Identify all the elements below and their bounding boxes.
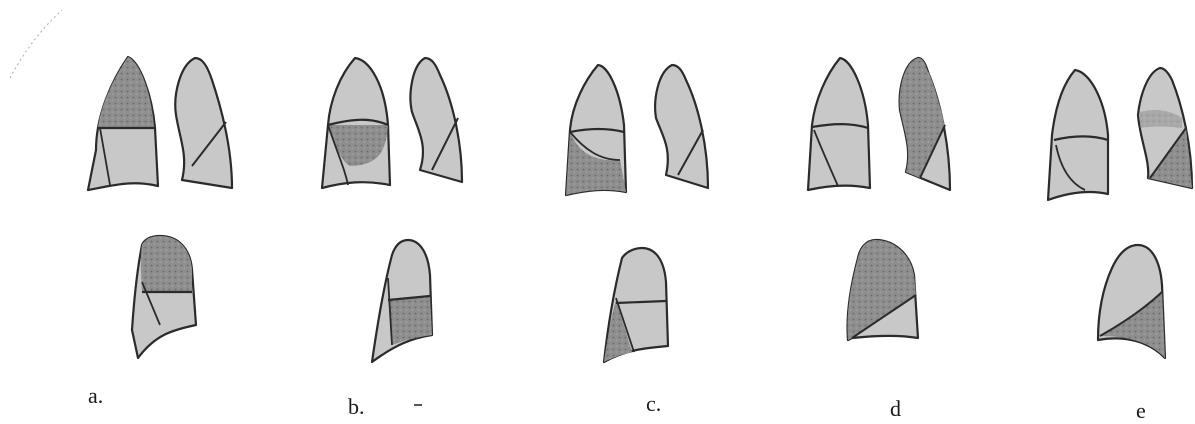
panel-b-lateral-lung [372,240,432,362]
panel-b-frontal-left-lung [411,58,462,182]
panel-b-lateral-middle-shading [388,296,432,345]
panel-c-frontal-left-lung [655,65,708,188]
panel-d-frontal-left-lung [900,58,950,190]
panel-b-frontal-right-lung [322,58,390,188]
panel-a-upper-lobe-shading [98,57,154,128]
panel-label-c: c. [646,391,661,417]
panel-a [88,57,232,358]
panel-e-lateral-lung [1098,245,1165,358]
panel-d-frontal-right-lung [808,58,870,190]
panel-e [1048,68,1192,358]
panel-a-frontal-left-lung [175,58,232,188]
panel-e-frontal-left-lung [1138,68,1192,188]
panel-label-b: b. [348,394,365,420]
panel-c-frontal-right-lung [566,65,626,195]
panel-a-lateral-lung [132,236,196,358]
panel-d-lateral-lung [847,240,918,340]
panel-c [566,65,708,362]
panel-a-lateral-upper-shading [141,236,192,292]
panel-b [322,58,462,362]
panel-label-e: e [1136,398,1146,424]
panel-label-a: a. [88,383,103,409]
panel-e-frontal-right-lung [1048,70,1108,200]
panel-c-lateral-lung [604,248,668,362]
scan-artifact-line [10,10,62,78]
panel-a-frontal-right-lung [88,57,158,190]
panel-label-d: d [890,396,901,422]
scan-artifact-dash [414,404,422,406]
panel-d [808,58,950,340]
